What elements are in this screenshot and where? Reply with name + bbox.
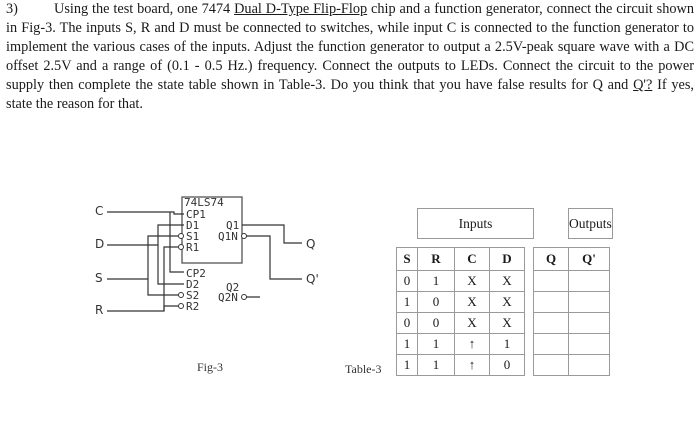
input-cell: 0 [417,312,455,334]
inversion-bubbles [178,233,247,309]
output-cell[interactable] [568,291,610,313]
column-header: S [396,247,418,271]
output-label-qbar: Q' [306,272,319,286]
column-header: Q' [568,247,610,271]
pin-cp1: CP1 [186,208,206,221]
input-cell: 1 [417,270,455,292]
pin-cp2: CP2 [186,267,206,280]
pin-r1: R1 [186,241,199,254]
question-text: 3) Using the test board, one 7474 Dual D-… [6,0,694,114]
chip-label: 74LS74 [184,196,224,209]
input-label-r: R [95,303,103,317]
input-label-c: C [95,204,103,218]
pin-s2: S2 [186,289,199,302]
input-cell: 0 [417,291,455,313]
pin-q1: Q1 [226,219,239,232]
circuit-wires [107,211,302,312]
question-number: 3) [6,1,18,17]
output-cell[interactable] [533,354,569,376]
chip-box [181,196,243,264]
circuit-diagram: 74LS74 CP1 D1 S1 R1 Q1 Q1N CP2 D2 S2 R2 … [95,196,319,317]
pin-q1n: Q1N [218,230,238,243]
input-cell: 0 [396,270,418,292]
question-text-a: Using the test board, one 7474 [54,1,235,17]
output-cell[interactable] [568,333,610,355]
input-cell: 1 [417,333,455,355]
input-cell: ↑ [454,354,490,376]
question-text-b: chip and a function generator, connect t… [6,1,694,93]
pin-r2: R2 [186,300,199,313]
output-cell[interactable] [568,312,610,334]
output-cell[interactable] [568,270,610,292]
input-cell: X [489,270,525,292]
output-cell[interactable] [568,354,610,376]
input-cell: 0 [396,312,418,334]
qbar-term: Q'? [633,77,653,93]
input-cell: 1 [396,354,418,376]
input-cell: 1 [417,354,455,376]
input-cell: X [454,312,490,334]
input-label-s: S [95,271,103,285]
input-label-d: D [95,237,104,251]
chip-name: Dual D-Type Flip-Flop [234,1,368,17]
input-cell: 1 [396,333,418,355]
table-caption: Table-3 [345,362,382,376]
output-cell[interactable] [533,291,569,313]
output-cell[interactable] [533,312,569,334]
input-cell: 1 [489,333,525,355]
input-cell: X [489,291,525,313]
output-cell[interactable] [533,270,569,292]
input-cell: X [489,312,525,334]
input-cell: X [454,291,490,313]
pin-q2: Q2 [226,281,239,294]
column-header: C [454,247,490,271]
column-header: D [489,247,525,271]
output-label-q: Q [306,237,315,251]
inputs-group-header: Inputs [417,208,534,239]
outputs-group-header: Outputs [568,208,613,239]
column-header: R [417,247,455,271]
output-cell[interactable] [533,333,569,355]
input-cell: 1 [396,291,418,313]
column-header: Q [533,247,569,271]
figure-caption: Fig-3 [197,360,224,374]
input-cell: 0 [489,354,525,376]
input-cell: ↑ [454,333,490,355]
pin-d1: D1 [186,219,199,232]
pin-d2: D2 [186,278,199,291]
question-text-c: If yes, state the reason for that. [6,77,694,112]
pin-q2n: Q2N [218,291,238,304]
pin-s1: S1 [186,230,199,243]
input-cell: X [454,270,490,292]
